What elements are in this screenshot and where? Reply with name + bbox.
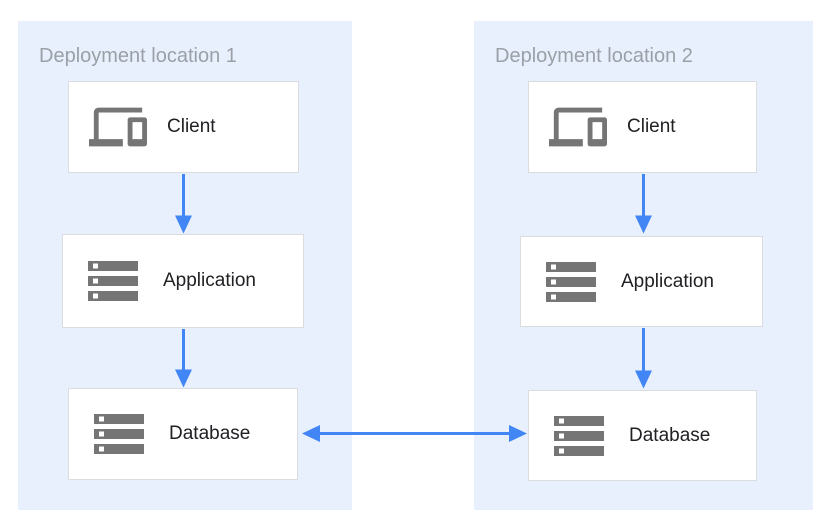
node-label: Application	[621, 270, 714, 292]
node-label: Client	[167, 116, 216, 137]
storage-icon	[83, 251, 143, 311]
deployment-location-1-container: Deployment location 1 Client Application	[18, 21, 352, 510]
storage-icon	[89, 404, 149, 464]
devices-icon	[549, 98, 607, 156]
devices-icon	[89, 98, 147, 156]
deployment-location-2-container: Deployment location 2 Client Application	[474, 21, 813, 510]
node-application-2: Application	[520, 236, 763, 327]
node-label: Database	[629, 424, 711, 446]
node-label: Application	[163, 270, 256, 291]
node-label: Database	[169, 423, 251, 444]
node-client-2: Client	[528, 81, 757, 173]
node-client-1: Client	[68, 81, 299, 173]
deployment-location-1-title: Deployment location 1	[39, 45, 237, 67]
storage-icon	[541, 252, 601, 312]
node-database-1: Database	[68, 388, 298, 480]
storage-icon	[549, 406, 609, 466]
deployment-location-2-title: Deployment location 2	[495, 45, 693, 67]
node-application-1: Application	[62, 234, 304, 328]
node-label: Client	[627, 116, 676, 137]
node-database-2: Database	[528, 390, 757, 481]
